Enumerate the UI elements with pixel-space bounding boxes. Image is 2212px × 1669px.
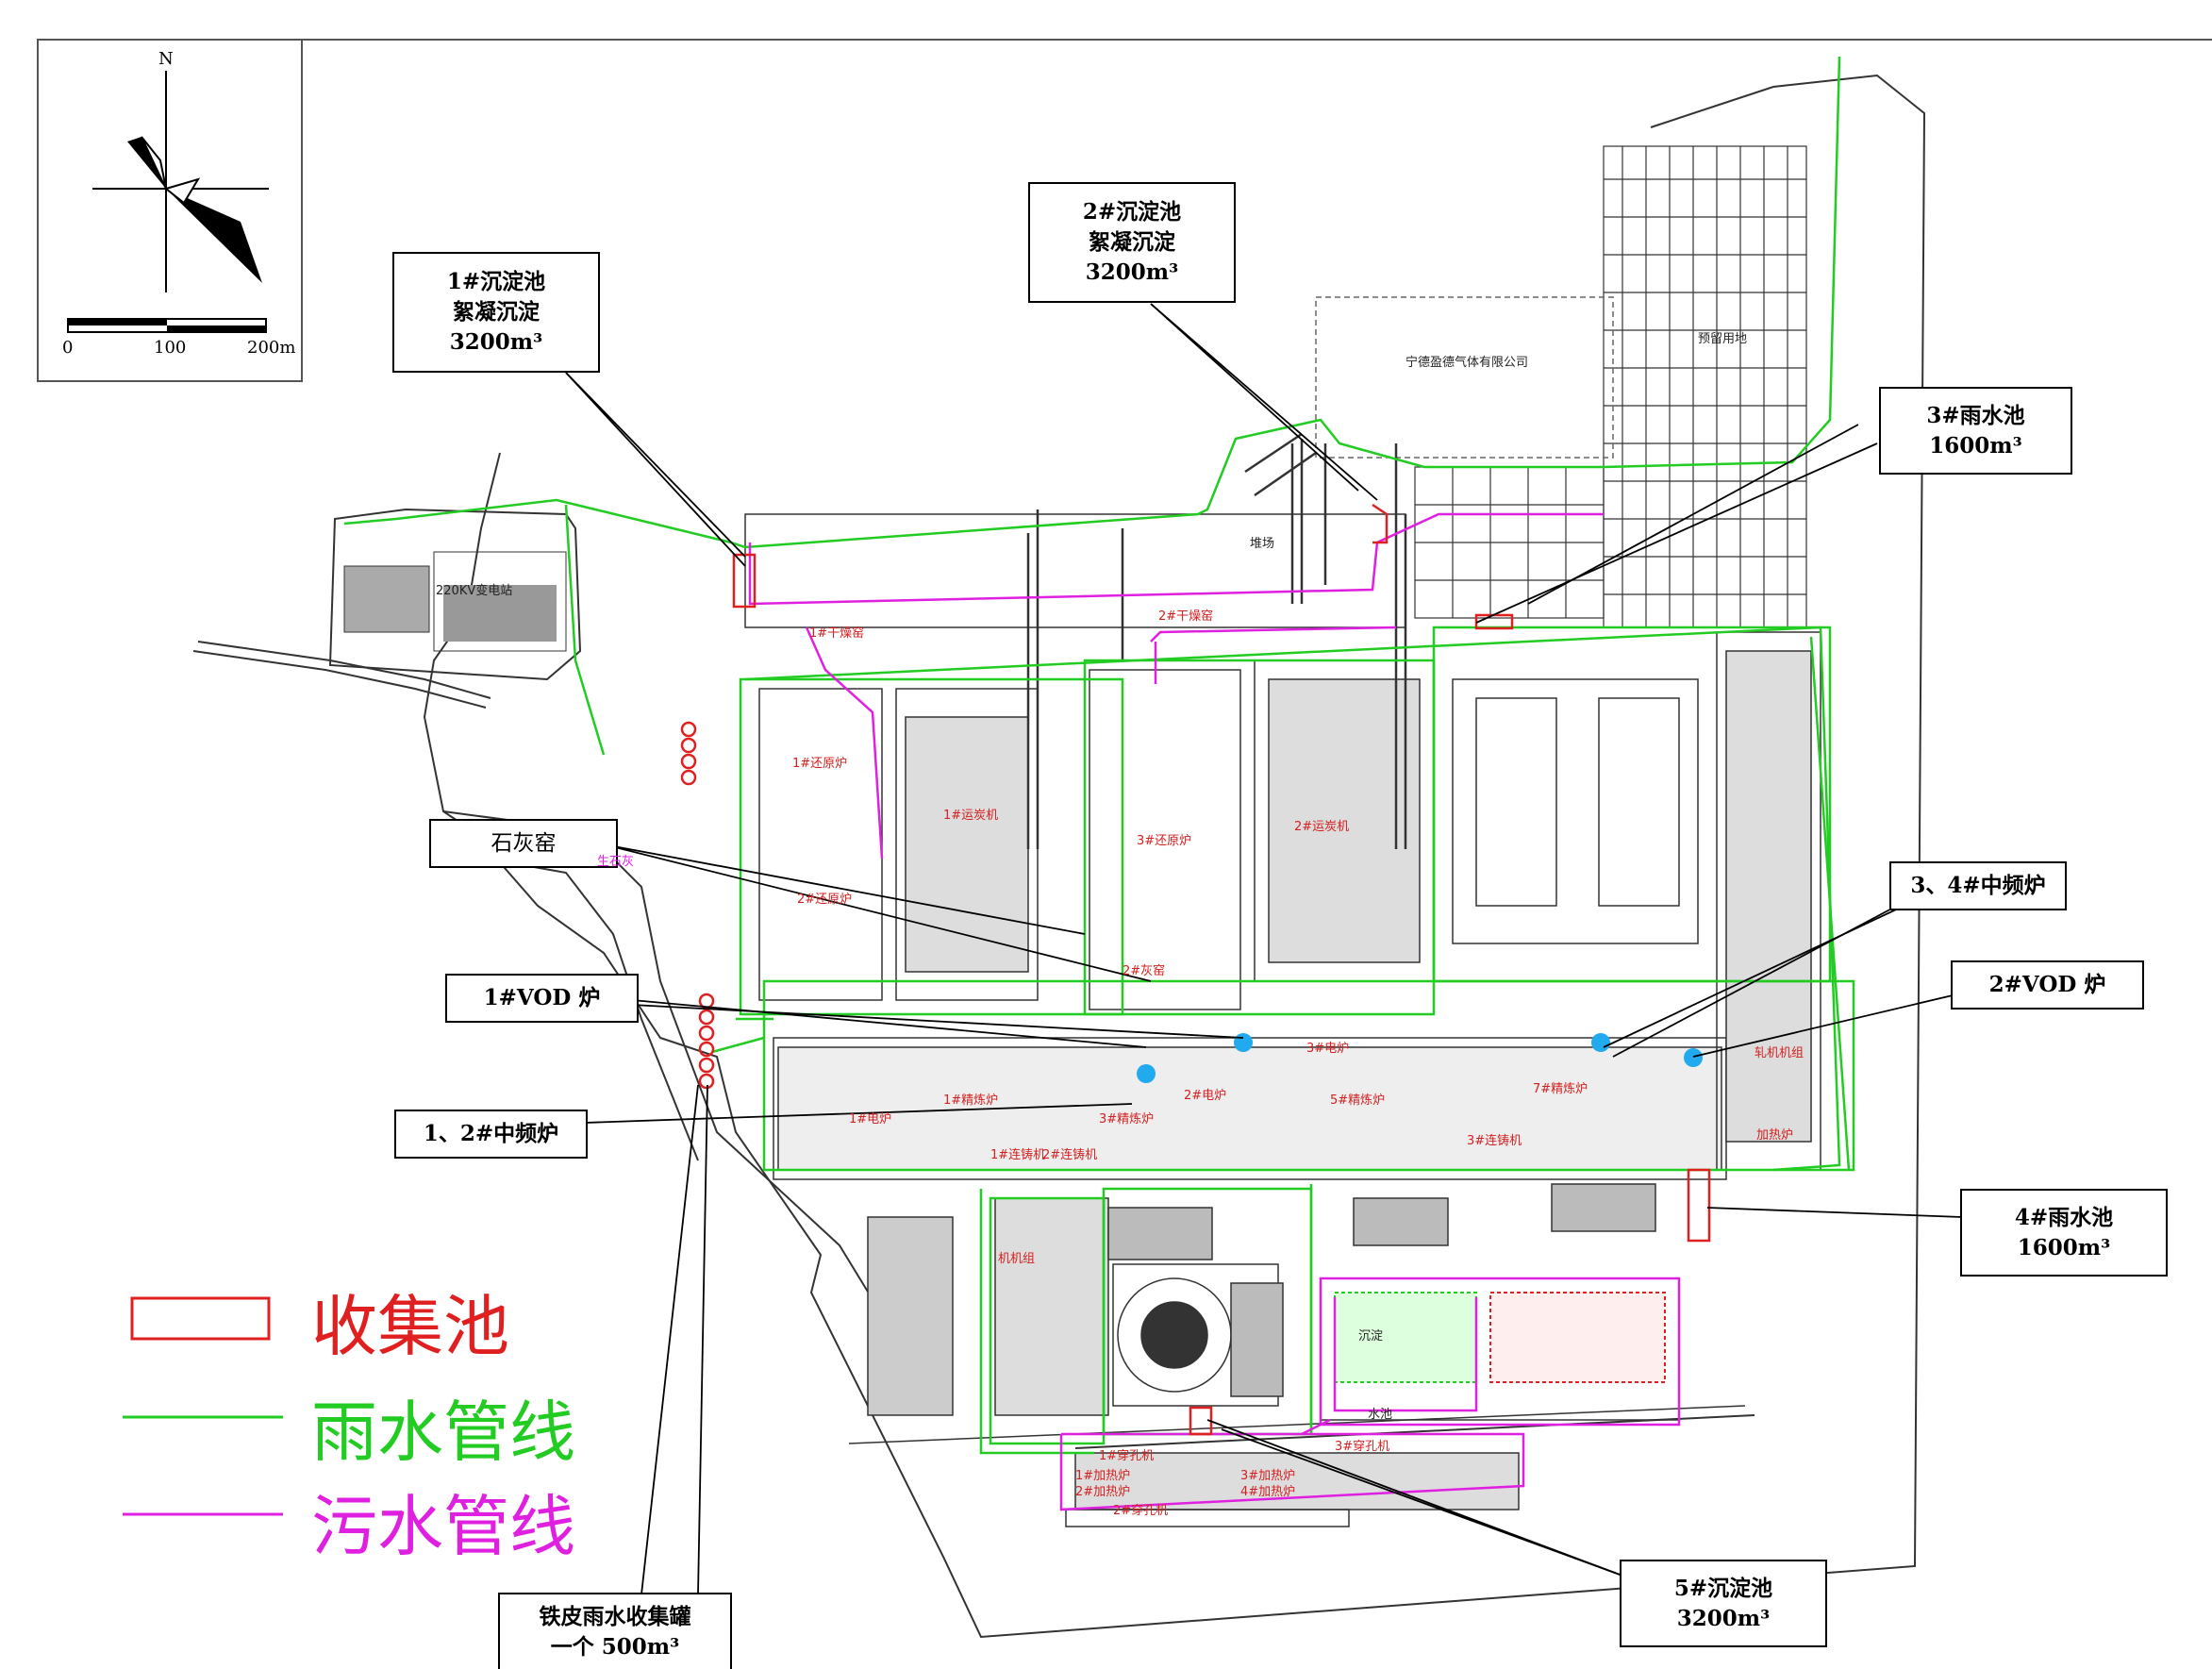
label-reserve: 预留用地 — [1698, 332, 1748, 346]
label-caster-1: 1#连铸机 — [990, 1148, 1046, 1162]
company-area — [1315, 296, 1614, 459]
label-substation: 220KV变电站 — [436, 584, 513, 598]
label-pierce-3: 3#穿孔机 — [1335, 1440, 1390, 1454]
callout-rain-pool-3-volume: 1600m³ — [1929, 432, 2022, 459]
callout-pool-1: 1#沉淀池 絮凝沉淀 3200m³ — [392, 252, 600, 373]
label-pierce-1: 1#穿孔机 — [1099, 1449, 1155, 1463]
label-reduce-2: 2#还原炉 — [797, 893, 853, 907]
label-mill-2: 2#加热炉 — [1075, 1485, 1131, 1499]
label-heating: 加热炉 — [1756, 1128, 1794, 1143]
rain-tanks — [680, 721, 715, 1090]
callout-mf-furnace-12-name: 1、2#中频炉 — [423, 1121, 559, 1146]
callout-lime-kiln: 石灰窑 — [429, 819, 618, 868]
label-mill-1: 1#加热炉 — [1075, 1469, 1131, 1483]
callout-pool-5-volume: 3200m³ — [1676, 1605, 1771, 1631]
substation-area — [328, 508, 582, 681]
label-elec-furnace-3: 3#电炉 — [1306, 1042, 1350, 1056]
callout-vod-1-name: 1#VOD 炉 — [483, 985, 601, 1010]
label-yard: 堆场 — [1250, 537, 1275, 551]
callout-mf-furnace-12: 1、2#中频炉 — [394, 1110, 588, 1159]
label-elec-furnace-2: 2#电炉 — [1184, 1089, 1227, 1103]
label-roll-unit: 机机组 — [998, 1252, 1036, 1266]
callout-pool-1-volume: 3200m³ — [449, 329, 543, 355]
callout-vod-2-name: 2#VOD 炉 — [1988, 972, 2106, 997]
legend-pool-symbol — [130, 1296, 271, 1341]
callout-lime-kiln-name: 石灰窑 — [491, 831, 557, 856]
compass-box — [37, 39, 303, 382]
label-reduce-3: 3#还原炉 — [1137, 834, 1192, 848]
callout-vod-2: 2#VOD 炉 — [1951, 960, 2144, 1010]
label-mill-4: 4#加热炉 — [1240, 1485, 1296, 1499]
label-refine-7: 7#精炼炉 — [1533, 1082, 1588, 1096]
callout-pool-2-volume: 3200m³ — [1085, 259, 1179, 285]
callout-vod-1: 1#VOD 炉 — [445, 974, 639, 1023]
label-refine-3: 3#精炼炉 — [1099, 1112, 1155, 1127]
legend-pool-label: 收集池 — [311, 1288, 509, 1365]
callout-rain-pool-3-name: 3#雨水池 — [1926, 402, 2025, 428]
callout-pool-5: 5#沉淀池 3200m³ — [1620, 1560, 1827, 1647]
callout-rain-tank-volume: 一个 500m³ — [550, 1633, 680, 1660]
compass-north-label: N — [158, 49, 174, 69]
label-company: 宁德盈德气体有限公司 — [1405, 356, 1529, 370]
sewage-pipeline — [748, 512, 1681, 1511]
rainwater-pipeline — [343, 56, 1855, 1455]
label-caster-3: 3#连铸机 — [1467, 1134, 1522, 1148]
scale-tick-0: 0 — [62, 338, 74, 358]
label-refine-5: 5#精炼炉 — [1330, 1093, 1386, 1108]
compass-icon — [92, 71, 269, 292]
legend-rain-label: 雨水管线 — [311, 1394, 575, 1471]
site-boundary — [423, 74, 1926, 1639]
plant-buildings — [744, 513, 1821, 1527]
scale-bar — [67, 318, 267, 333]
label-dryer-1: 1#干燥窑 — [809, 626, 865, 641]
pool-2-marker — [1372, 503, 1389, 544]
callout-leaders — [565, 303, 1963, 1595]
label-lime-kiln: 2#灰窑 — [1123, 964, 1166, 978]
label-pierce-2: 2#穿孔机 — [1113, 1504, 1169, 1518]
label-caster-2: 2#连铸机 — [1042, 1148, 1098, 1162]
scale-tick-100: 100 — [154, 338, 187, 358]
callout-pool-1-name: 1#沉淀池 — [446, 269, 546, 294]
label-conveyor-2: 2#运炭机 — [1294, 820, 1350, 834]
label-rolling: 轧机机组 — [1755, 1046, 1805, 1060]
label-refine-1: 1#精炼炉 — [943, 1093, 999, 1108]
legend-sewage-label: 污水管线 — [311, 1488, 575, 1565]
label-reduce-1: 1#还原炉 — [792, 757, 848, 771]
label-mill-3: 3#加热炉 — [1240, 1469, 1296, 1483]
label-sediment: 沉淀 — [1358, 1329, 1384, 1344]
label-conveyor-1: 1#运炭机 — [943, 809, 999, 823]
callout-mf-furnace-34: 3、4#中频炉 — [1889, 861, 2067, 910]
reserve-land-grid — [1414, 145, 1807, 628]
label-elec-furnace-1: 1#电炉 — [849, 1112, 892, 1127]
label-dryer-2: 2#干燥窑 — [1158, 609, 1214, 624]
callout-pool-1-type: 絮凝沉淀 — [453, 299, 540, 325]
rain-pool-4-marker — [1687, 1168, 1711, 1243]
callout-rain-pool-4: 4#雨水池 1600m³ — [1960, 1189, 2168, 1277]
callout-mf-furnace-34-name: 3、4#中频炉 — [1910, 873, 2046, 898]
callout-rain-tank: 铁皮雨水收集罐 一个 500m³ — [498, 1593, 732, 1669]
scale-tick-200: 200m — [247, 338, 296, 358]
callout-rain-pool-4-name: 4#雨水池 — [2014, 1204, 2114, 1230]
callout-pool-2-name: 2#沉淀池 — [1082, 199, 1182, 225]
callout-pool-2-type: 絮凝沉淀 — [1089, 229, 1175, 255]
callout-rain-pool-3: 3#雨水池 1600m³ — [1879, 387, 2072, 475]
callout-rain-tank-name: 铁皮雨水收集罐 — [539, 1603, 691, 1629]
label-water-pool: 水池 — [1368, 1408, 1393, 1422]
callout-pool-5-name: 5#沉淀池 — [1673, 1575, 1773, 1601]
callout-pool-2: 2#沉淀池 絮凝沉淀 3200m³ — [1028, 182, 1236, 303]
conveyor-lines — [1026, 432, 1407, 849]
label-quicklime: 生石灰 — [597, 855, 635, 869]
pool-1-marker — [732, 553, 757, 609]
callout-rain-pool-4-volume: 1600m³ — [2017, 1234, 2111, 1260]
